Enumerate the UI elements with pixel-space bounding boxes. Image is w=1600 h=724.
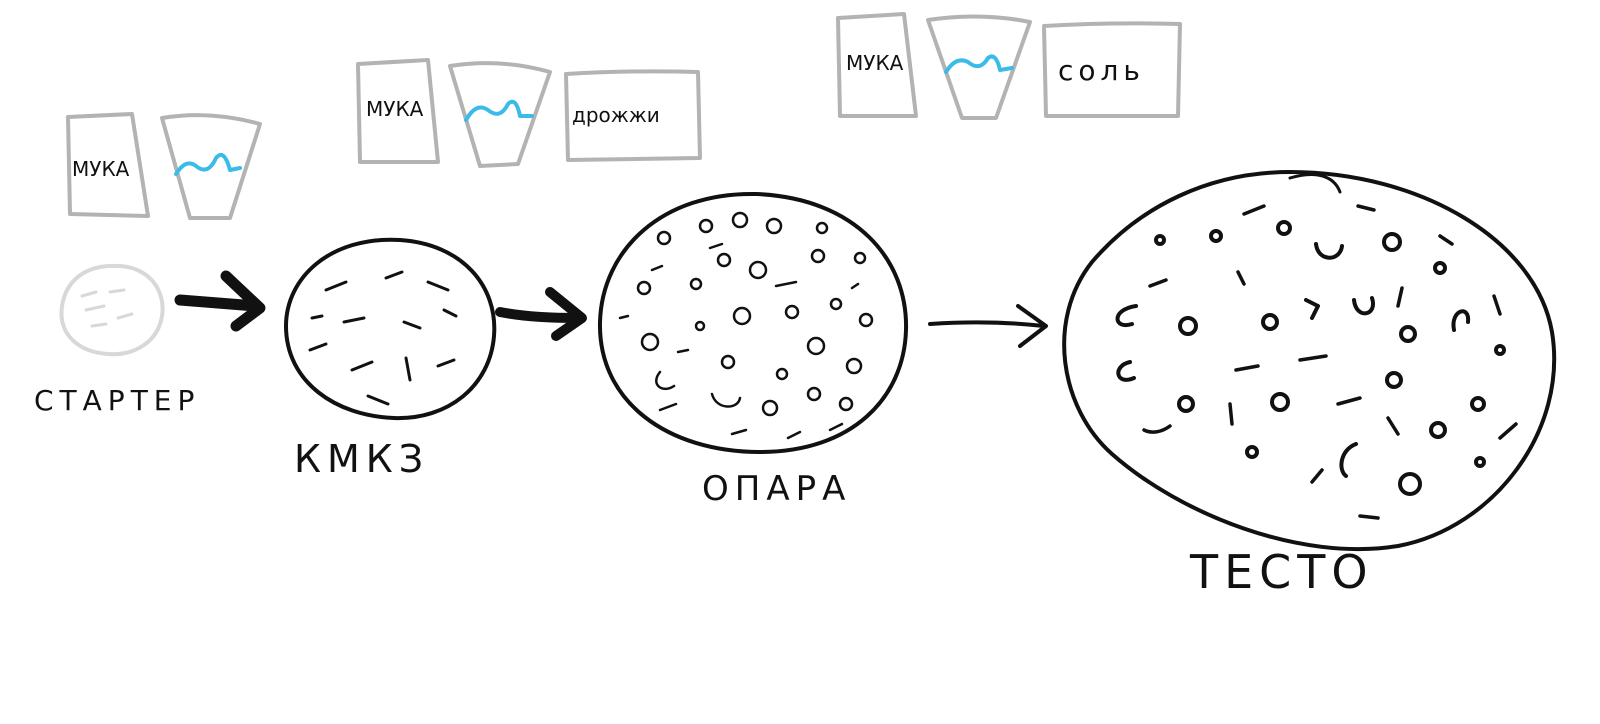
flour-bag-icon: МУКА [836, 12, 918, 118]
arrow-right-icon [928, 304, 1048, 348]
arrow-right-icon [174, 270, 266, 332]
dough-ball-testo [1062, 170, 1557, 552]
bubbles [1115, 220, 1506, 496]
bubbles [636, 211, 874, 417]
dough-ball-opara [597, 191, 909, 454]
salt-label: соль [1058, 54, 1145, 87]
stage-label-kmkz: КМКЗ [294, 437, 429, 481]
water-glass-icon [448, 61, 552, 168]
flour-label: МУКА [846, 51, 904, 75]
stage-label-opara: ОПАРА [702, 469, 851, 509]
flour-label: МУКА [366, 97, 424, 121]
yeast-label: дрожжи [572, 103, 660, 127]
yeast-box-icon: дрожжи [564, 69, 702, 162]
stage-label-testo: ТЕСТО [1189, 545, 1374, 599]
flour-bag-icon: МУКА [66, 112, 150, 218]
ingredients-group-2: МУКА дрожжи [356, 58, 702, 168]
flour-bag-icon: МУКА [356, 58, 440, 164]
dough-ball-kmkz [284, 237, 497, 421]
water-glass-icon [160, 113, 262, 220]
salt-box-icon: соль [1042, 21, 1182, 118]
water-glass-icon [926, 14, 1032, 120]
ingredients-group-1: МУКА [66, 112, 262, 220]
arrow-right-icon [495, 287, 587, 341]
flour-label: МУКА [72, 157, 130, 181]
ingredients-group-3: МУКА соль [836, 12, 1182, 120]
starter-ball [59, 263, 165, 357]
stage-label-starter: СТАРТЕР [34, 384, 200, 417]
